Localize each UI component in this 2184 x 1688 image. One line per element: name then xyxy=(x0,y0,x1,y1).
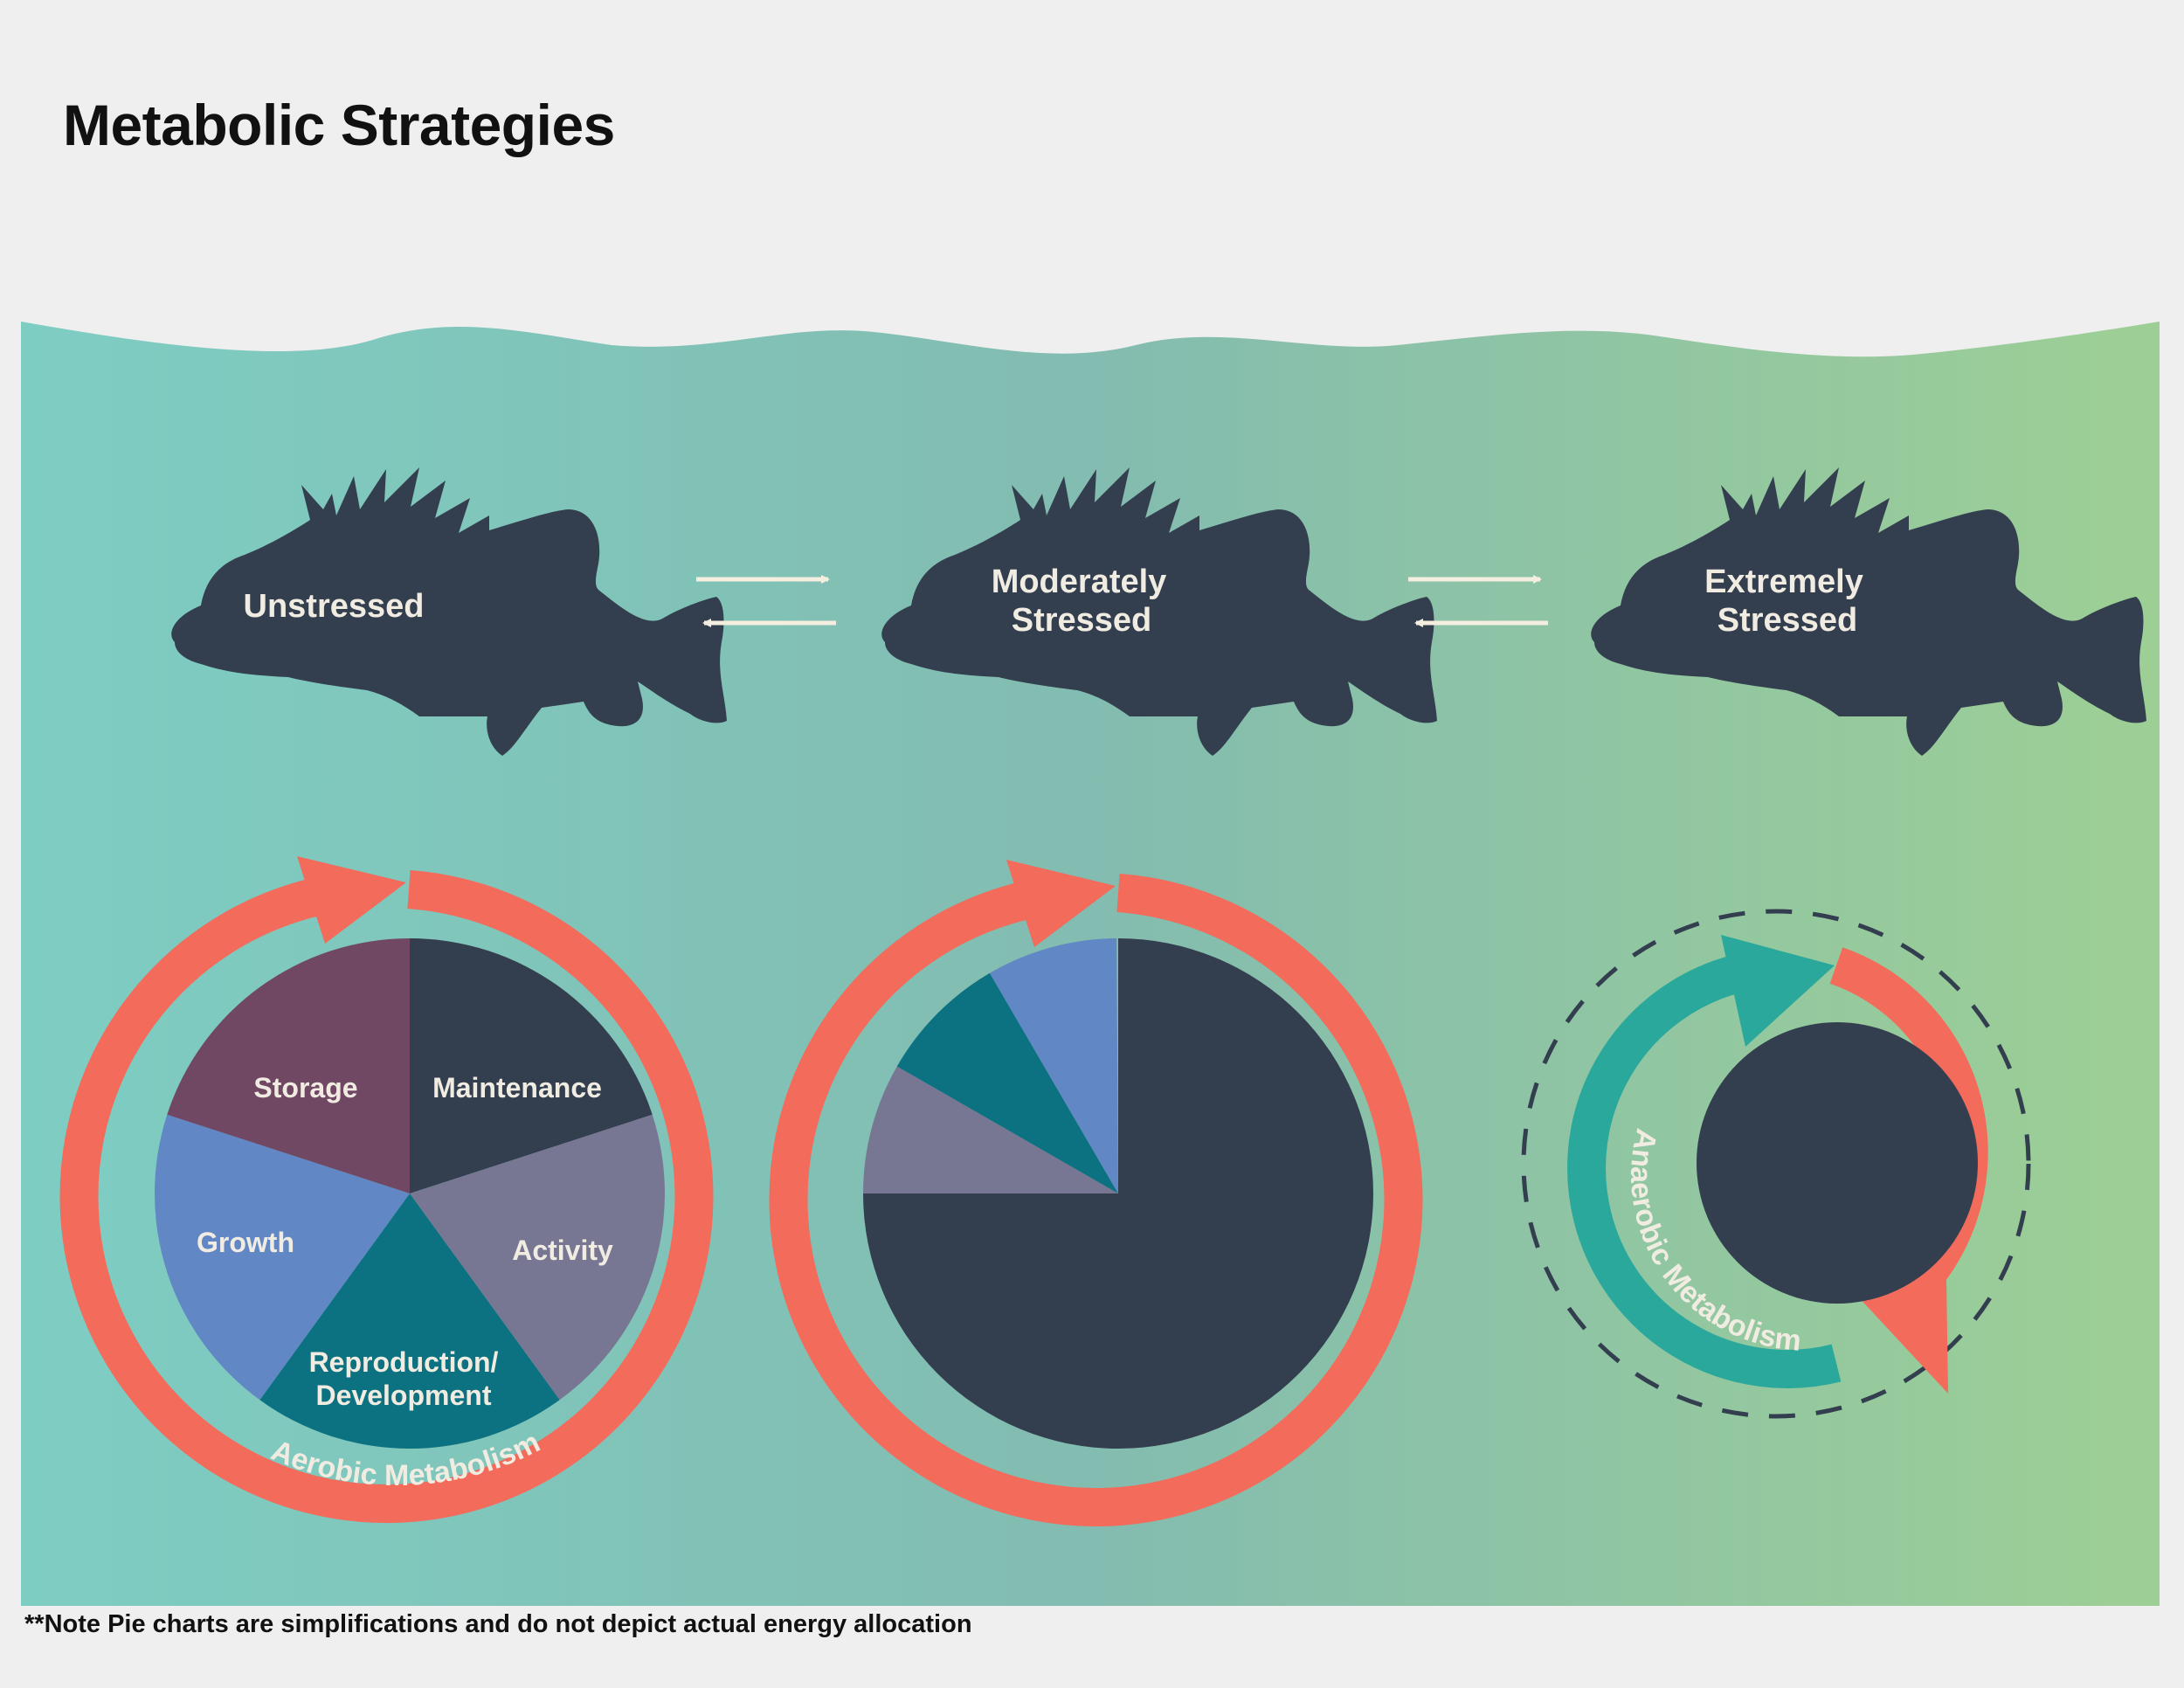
slice-activity xyxy=(863,1066,1118,1193)
pie-moderate xyxy=(863,938,1373,1449)
aerobic-ring-unstressed xyxy=(59,856,714,1524)
slice-reproduction xyxy=(896,972,1118,1193)
slice-storage xyxy=(167,938,410,1193)
reversible-arrow-1 xyxy=(696,575,836,627)
slice-growth xyxy=(989,938,1118,1193)
anaerobic-arc xyxy=(1567,954,1842,1388)
slice-growth xyxy=(154,1114,410,1401)
slice-reproduction xyxy=(259,1193,560,1449)
label-unstressed: Unstressed xyxy=(244,588,425,625)
pie-unstressed xyxy=(154,938,666,1449)
label-extremely-line2: Stressed xyxy=(1717,602,1858,639)
slice-label-reproduction-line1: Reproduction/ xyxy=(309,1346,499,1378)
aerobic-ring-moderate xyxy=(769,860,1423,1527)
pie-extreme xyxy=(1697,1022,1978,1304)
slice-maintenance xyxy=(410,938,653,1193)
slice-label-maintenance: Maintenance xyxy=(432,1072,602,1103)
label-moderately-line1: Moderately xyxy=(992,564,1167,600)
slice-label-growth: Growth xyxy=(197,1227,294,1258)
label-moderately-line2: Stressed xyxy=(1012,602,1152,639)
slice-label-reproduction-line2: Development xyxy=(316,1380,492,1411)
label-extremely-line1: Extremely xyxy=(1704,564,1863,600)
footnote: **Note Pie charts are simplifications an… xyxy=(24,1610,972,1638)
reversible-arrow-2 xyxy=(1408,575,1548,627)
extreme-stress-group xyxy=(1521,909,2031,1419)
dashed-capacity-circle xyxy=(1521,909,2031,1419)
slice-activity xyxy=(410,1114,666,1401)
slice-label-storage: Storage xyxy=(253,1072,357,1103)
page-title: Metabolic Strategies xyxy=(63,93,615,157)
slice-label-activity: Activity xyxy=(512,1235,613,1266)
